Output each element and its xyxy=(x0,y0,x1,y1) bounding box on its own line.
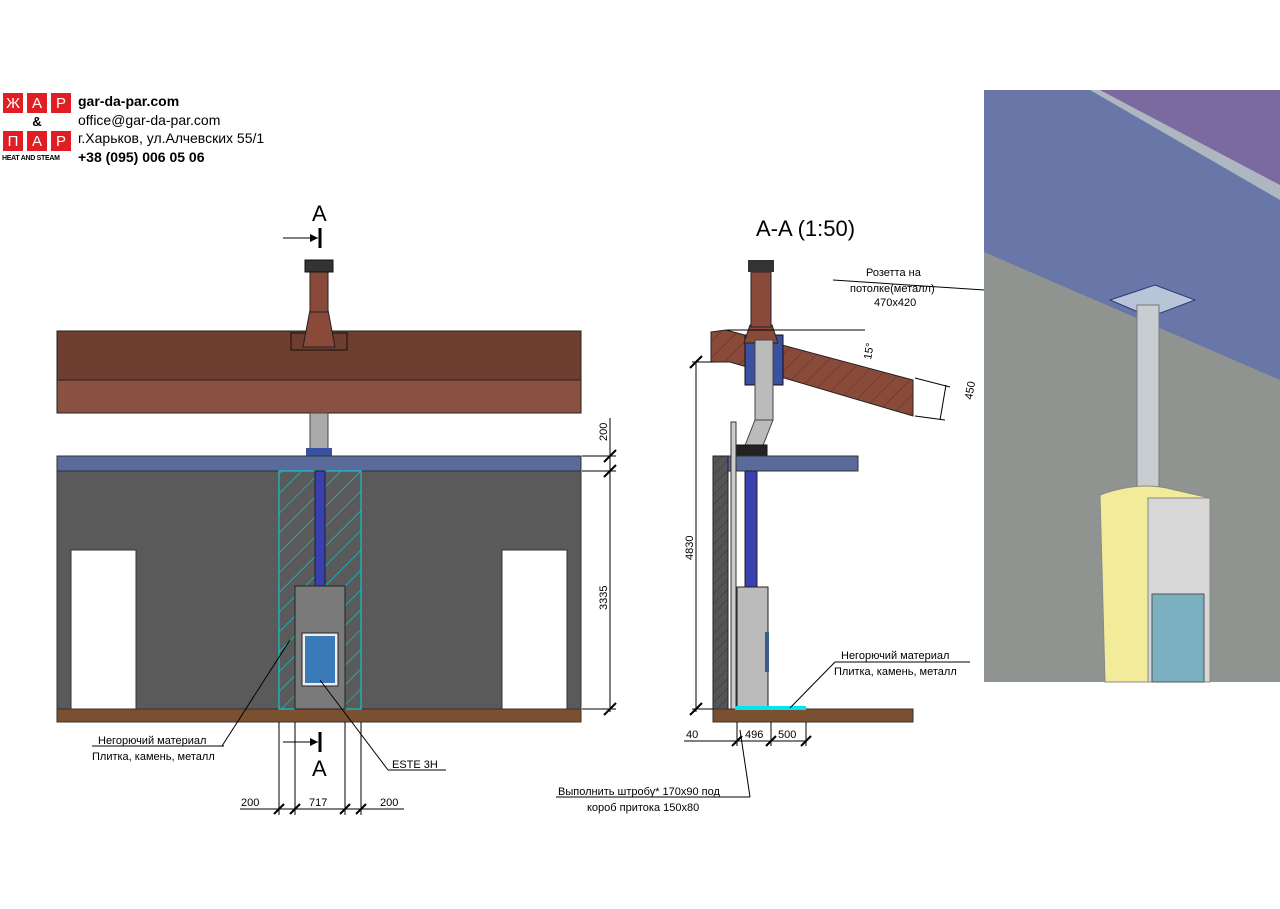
floor xyxy=(56,708,582,723)
logo-tagline: HEAT AND STEAM xyxy=(2,155,60,162)
dim-stove-width: 717 xyxy=(309,797,327,809)
contact-block: gar-da-par.com office@gar-da-par.com г.Х… xyxy=(78,92,264,166)
dim-front-clearance: 500 xyxy=(778,729,796,741)
logo-letter: Р xyxy=(50,92,72,114)
roof-angle: 15° xyxy=(862,342,877,360)
dim-room-height: 3335 xyxy=(598,586,610,610)
chimney-section xyxy=(750,271,772,328)
pipe-through-ceiling xyxy=(309,412,329,452)
website-link[interactable]: gar-da-par.com xyxy=(78,93,180,109)
section-view: A-A (1:50) Розетта на потолке(металл) 47… xyxy=(556,216,1136,814)
dim-ceiling: 200 xyxy=(598,423,610,441)
dim-right-clearance: 200 xyxy=(380,797,398,809)
phone-text: +38 (095) 006 05 06 xyxy=(78,148,205,165)
stove-model-label: ESTE 3H xyxy=(392,759,438,771)
dim-total-height: 4830 xyxy=(684,536,696,560)
ceiling xyxy=(56,455,582,472)
chimney-cap-icon xyxy=(748,260,774,272)
dim-left-clearance: 200 xyxy=(241,797,259,809)
stove-section xyxy=(736,586,769,710)
chimney-pipe xyxy=(309,271,329,313)
door-left xyxy=(70,549,137,710)
front-view: A A 200 3335 200 717 200 Негорючий матер… xyxy=(56,201,617,815)
chimney-cap-icon xyxy=(304,259,334,273)
rosette-label: Розетта на xyxy=(866,267,922,279)
groove-note-detail: короб притока 150x80 xyxy=(587,802,699,814)
logo-letter: А xyxy=(26,92,48,114)
roof-lower xyxy=(56,379,582,414)
roof-thickness: 450 xyxy=(963,380,978,400)
section-mark-top: A xyxy=(312,201,327,226)
stove-pipe-section xyxy=(744,470,758,590)
rosette-size: 470x420 xyxy=(874,297,916,309)
material-label: Негорючий материал xyxy=(98,735,206,747)
stove-pipe xyxy=(314,470,326,588)
ceiling-pass xyxy=(306,448,332,456)
render-3d xyxy=(984,90,1280,683)
dim-wall-gap: 40 xyxy=(686,729,698,741)
render-stove-glass xyxy=(1151,593,1205,683)
chimney-cone xyxy=(302,309,336,348)
dim-stove-depth: 496 xyxy=(745,729,763,741)
logo-letter: Р xyxy=(50,130,72,152)
section-mark-bottom: A xyxy=(312,756,327,781)
section-title: A-A (1:50) xyxy=(756,216,855,241)
address-text: г.Харьков, ул.Алчевских 55/1 xyxy=(78,130,265,146)
render-ceiling xyxy=(984,90,1280,380)
material-label: Негорючий материал xyxy=(841,650,949,662)
render-pipe xyxy=(1136,304,1160,491)
material-sublabel: Плитка, камень, металл xyxy=(834,666,957,678)
pipe-elbow xyxy=(743,419,774,449)
stove-glass xyxy=(305,636,335,683)
logo-letter: П xyxy=(2,130,24,152)
logo-ampersand: & xyxy=(32,114,42,129)
email-link[interactable]: office@gar-da-par.com xyxy=(78,111,221,128)
insulated-pipe xyxy=(754,339,774,421)
rosette-material: потолке(металл) xyxy=(850,283,935,295)
logo-letter: Ж xyxy=(2,92,24,114)
logo-letter: А xyxy=(26,130,48,152)
floor-section xyxy=(712,708,914,723)
door-right xyxy=(501,549,568,710)
material-sublabel: Плитка, камень, металл xyxy=(92,751,215,763)
groove-note: Выполнить штробу* 170x90 под xyxy=(558,786,721,798)
